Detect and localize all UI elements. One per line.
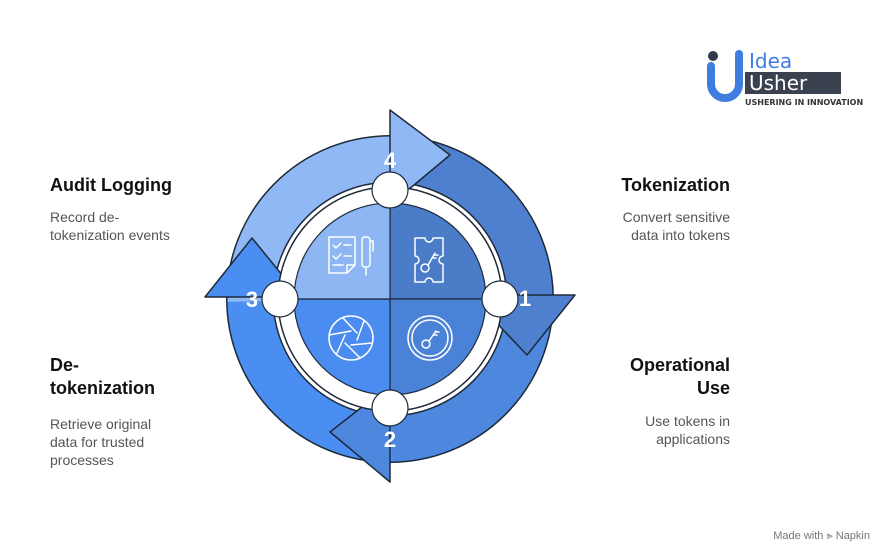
step1-title: Tokenization <box>621 175 730 195</box>
quadrant-step3 <box>293 298 391 396</box>
watermark-brand: Napkin <box>835 530 870 542</box>
aperture-icon <box>328 315 374 361</box>
step1-number: 1 <box>519 286 531 311</box>
quadrant-step4 <box>293 202 391 300</box>
step1-description: Convert sensitive data into tokens <box>622 209 730 243</box>
logo-line2: Usher <box>749 71 808 95</box>
quadrant-notch <box>371 171 409 209</box>
checklist-pen-icon <box>328 236 374 276</box>
quadrant-notch <box>261 280 299 318</box>
quadrant-step2 <box>389 298 487 396</box>
step2-title: Operational Use <box>629 355 730 398</box>
step2-description: Use tokens in applications <box>645 413 730 447</box>
napkin-watermark: Made with ⪢ Napkin <box>773 530 870 543</box>
quadrant-step1 <box>389 202 487 300</box>
step4-description: Record de-tokenization events <box>50 209 170 243</box>
step2-number: 2 <box>384 427 396 452</box>
step4-number: 4 <box>384 148 397 173</box>
step4-title: Audit Logging <box>50 175 172 195</box>
logo-tagline: USHERING IN INNOVATION <box>745 98 863 107</box>
quadrant-notch <box>371 389 409 427</box>
step3-number: 3 <box>246 287 258 312</box>
quadrant-notch <box>481 280 519 318</box>
key-coin-icon <box>407 315 453 361</box>
watermark-prefix: Made with <box>773 530 824 542</box>
logo-mark-icon: Idea Usher USHERING IN INNOVATION <box>707 49 863 107</box>
ticket-key-icon <box>414 237 444 283</box>
step3-description: Retrieve original data for trusted proce… <box>50 416 152 468</box>
idea-usher-logo: Idea Usher USHERING IN INNOVATION <box>705 48 875 110</box>
step3-title: De-tokenization <box>50 355 156 398</box>
napkin-icon: ⪢ <box>826 530 833 542</box>
logo-line1: Idea <box>749 49 792 73</box>
